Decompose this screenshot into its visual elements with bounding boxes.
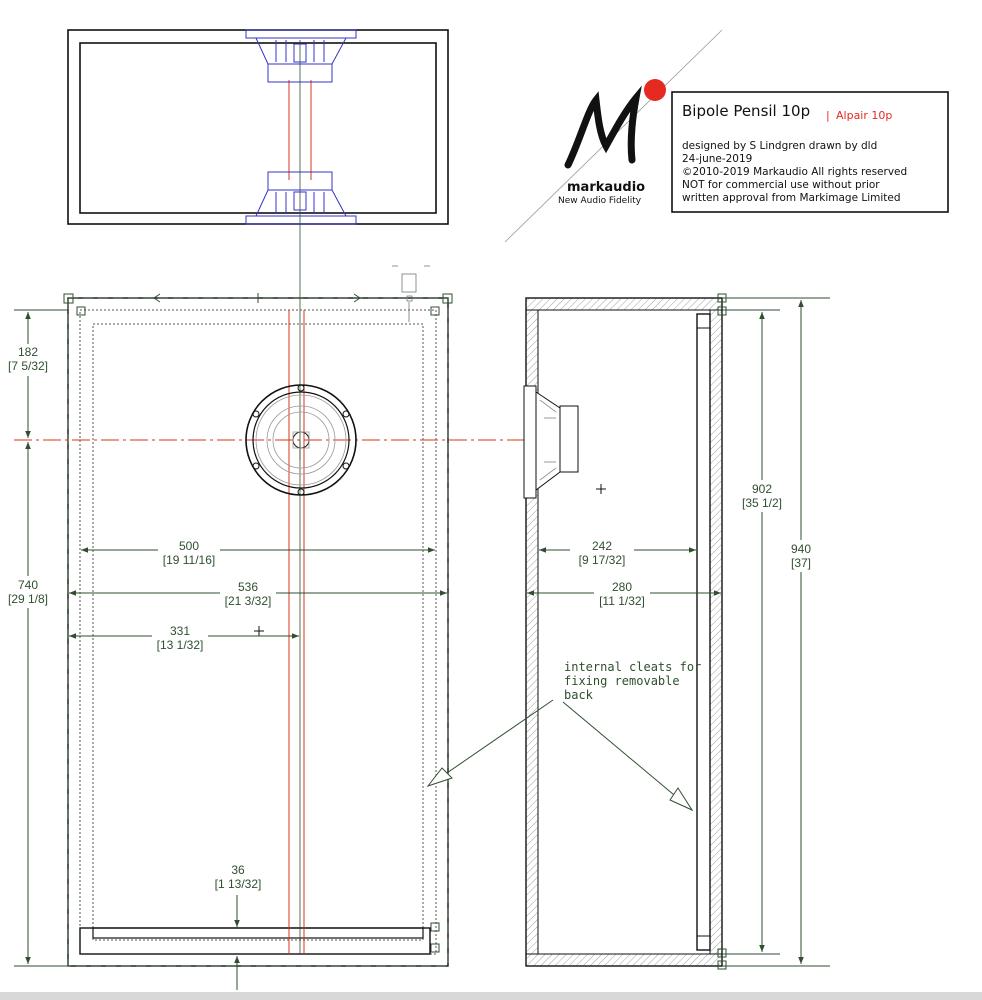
top-driver-lower bbox=[245, 171, 357, 225]
dim-182-in: [7 5/32] bbox=[8, 359, 48, 373]
dim-182-mm: 182 bbox=[18, 345, 38, 359]
title-block-frame bbox=[671, 91, 949, 213]
designer-line: designed by S Lindgren drawn by dld bbox=[682, 140, 877, 152]
logo-tagline: New Audio Fidelity bbox=[558, 196, 642, 206]
dim-280-in: [11 1/32] bbox=[599, 594, 645, 608]
side-driver bbox=[523, 385, 579, 499]
dim-902-in: [35 1/2] bbox=[742, 496, 782, 510]
dim-36-in: [1 13/32] bbox=[215, 877, 262, 891]
dim-242-in: [9 17/32] bbox=[579, 553, 626, 567]
side-view bbox=[523, 293, 727, 970]
front-view-outer bbox=[67, 297, 449, 967]
dim-940-in: [37] bbox=[791, 556, 811, 570]
copyright-line: ©2010-2019 Markaudio All rights reserved bbox=[682, 166, 907, 178]
dim-36-mm: 36 bbox=[231, 863, 245, 877]
dim-331-mm: 331 bbox=[170, 624, 190, 638]
bottom-scroll-strip bbox=[0, 992, 982, 1000]
front-base-plate bbox=[79, 927, 431, 955]
side-dimensions bbox=[426, 297, 830, 967]
title-block: markaudio New Audio Fidelity Bipole Pens… bbox=[504, 29, 949, 243]
driver-model: Alpair 10p bbox=[836, 109, 892, 122]
dim-536-in: [21 3/32] bbox=[225, 594, 272, 608]
cleats-note-line-3: back bbox=[564, 688, 594, 702]
side-view-outer bbox=[525, 297, 723, 967]
removable-back-panel bbox=[696, 313, 711, 951]
dim-280-mm: 280 bbox=[612, 580, 632, 594]
notice-line-1: NOT for commercial use without prior bbox=[682, 179, 880, 191]
dim-740-in: [29 1/8] bbox=[8, 592, 48, 606]
dim-940-mm: 940 bbox=[791, 542, 811, 556]
dim-902-mm: 902 bbox=[752, 482, 772, 496]
markaudio-logo: markaudio New Audio Fidelity bbox=[558, 79, 666, 206]
cleats-note-line-2: fixing removable bbox=[564, 674, 680, 688]
front-view bbox=[14, 265, 540, 967]
top-view bbox=[67, 29, 449, 460]
top-view-outer bbox=[67, 29, 449, 225]
cleats-note-line-1: internal cleats for bbox=[564, 660, 701, 674]
front-driver bbox=[245, 384, 357, 496]
dim-500-mm: 500 bbox=[179, 539, 199, 553]
dim-500-in: [19 11/16] bbox=[163, 553, 216, 567]
dim-740-mm: 740 bbox=[18, 578, 38, 592]
title-separator: | bbox=[826, 109, 830, 122]
dim-242-mm: 242 bbox=[592, 539, 612, 553]
logo-name: markaudio bbox=[567, 180, 645, 195]
notice-line-2: written approval from Markimage Limited bbox=[682, 192, 901, 204]
dim-536-mm: 536 bbox=[238, 580, 258, 594]
dim-331-in: [13 1/32] bbox=[157, 638, 204, 652]
project-title: Bipole Pensil 10p bbox=[682, 102, 810, 120]
top-driver-upper bbox=[245, 29, 357, 83]
drawing-date: 24-june-2019 bbox=[682, 153, 752, 165]
top-view-inner bbox=[79, 42, 437, 214]
